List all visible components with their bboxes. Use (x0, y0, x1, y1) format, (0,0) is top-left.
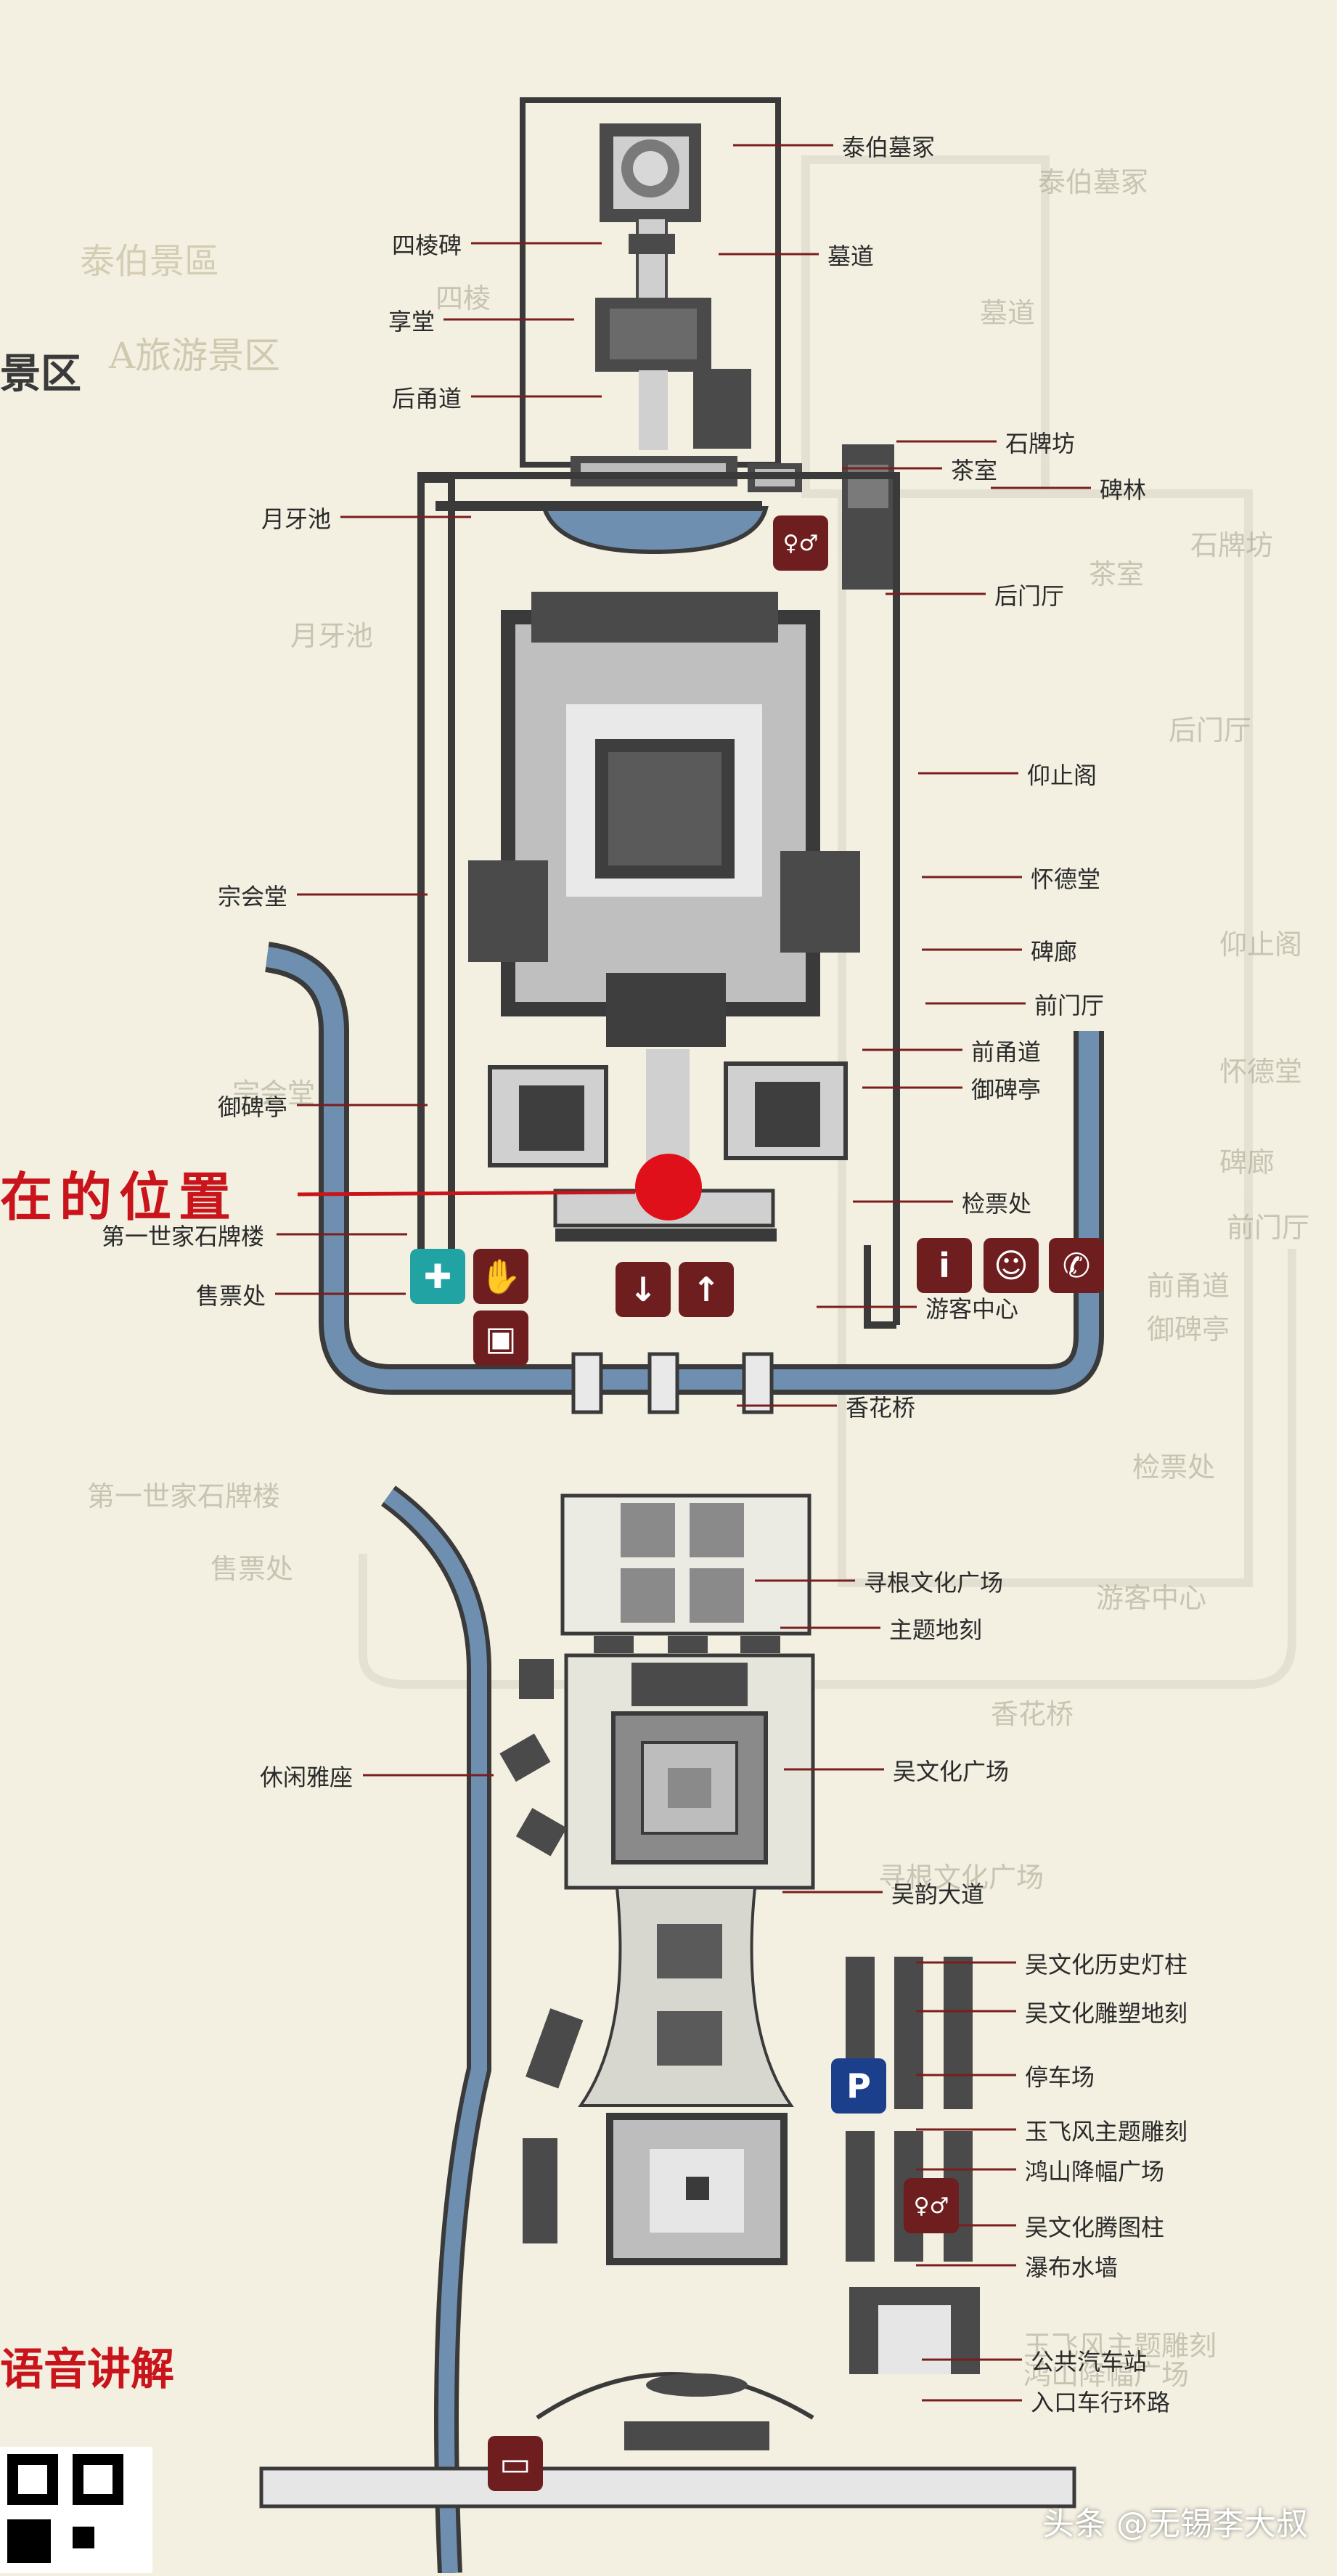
service-desk-icon[interactable]: ☺ (984, 1238, 1039, 1293)
label-front-path: 前甬道 (971, 1038, 1042, 1066)
ghost-label: 第一世家石牌楼 (87, 1480, 281, 1512)
label-wu-culture-plaza: 吴文化广场 (893, 1758, 1010, 1785)
rear-gate-hall (531, 592, 778, 643)
label-huaide-hall: 怀德堂 (1031, 865, 1101, 893)
label-four-edge-stele: 四棱碑 (392, 232, 462, 259)
label-xianghua-bridge: 香花桥 (846, 1394, 916, 1422)
ghost-label: 御碑亭 (1147, 1313, 1230, 1345)
wuyun-avenue (578, 1886, 794, 2107)
label-rear-path: 后甬道 (392, 385, 462, 412)
ghost-label: 泰伯墓冢 (1038, 166, 1149, 198)
ghost-label: 茶室 (1089, 558, 1145, 590)
label-yangzhi-pavilion: 仰止阁 (1027, 762, 1097, 789)
label-sculpture-carving: 吴文化雕塑地刻 (1025, 2000, 1188, 2027)
ghost-label: 石牌坊 (1190, 529, 1274, 561)
label-hongshan-plaza: 鸿山降幅广场 (1025, 2158, 1165, 2185)
exit-icon[interactable]: ↓ (616, 1262, 671, 1317)
leisure-seating (499, 1659, 567, 1856)
entry-icon[interactable]: ↑ (679, 1262, 734, 1317)
tomb-path-strip (636, 216, 668, 306)
ticket-icon[interactable]: ✋ (473, 1249, 528, 1304)
label-ticket-office: 售票处 (196, 1282, 266, 1310)
ghost-label: 月牙池 (290, 620, 374, 652)
ghost-label: 检票处 (1132, 1451, 1216, 1483)
ghost-label: 仰止阁 (1219, 929, 1303, 961)
luggage-icon[interactable]: ▣ (473, 1311, 528, 1366)
label-totem-pillar: 吴文化腾图柱 (1025, 2214, 1165, 2241)
south-river (381, 1485, 491, 2573)
label-stele-forest: 碑林 (1100, 476, 1147, 504)
ghost-label: 鸿山降幅广场 (1023, 2359, 1190, 2391)
entrance-loop (536, 2372, 814, 2420)
front-gate-hall (606, 973, 726, 1047)
huaide-hall (780, 851, 860, 953)
ghost-label: 游客中心 (1096, 1582, 1207, 1614)
label-zonghui-hall: 宗会堂 (218, 883, 288, 910)
label-rear-gate-hall: 后门厅 (994, 582, 1065, 610)
xianghua-bridges (571, 1352, 774, 1414)
ghost-label: 墓道 (980, 297, 1036, 329)
you-are-here-text: 在的位置 (0, 1166, 239, 1228)
label-imperial-stele-pavilion-l: 御碑亭 (218, 1093, 288, 1121)
ghost-label: 前甬道 (1147, 1270, 1230, 1302)
crescent-pond (541, 506, 769, 555)
audio-guide-text[interactable]: 语音讲解 (0, 2344, 174, 2395)
ghost-label: 寻根文化广场 (878, 1862, 1044, 1894)
root-seeking-plaza (560, 1493, 811, 1636)
zonghui-hall (468, 860, 548, 962)
label-crescent-pond: 月牙池 (261, 505, 332, 533)
four-edge-stele (629, 234, 675, 254)
ghost-label: 碑廊 (1219, 1146, 1275, 1178)
label-bus-stop: 公共汽车站 (1031, 2348, 1148, 2376)
ghost-label: 后门厅 (1169, 714, 1252, 746)
label-ticket-check: 检票处 (962, 1190, 1032, 1218)
label-entrance-loop: 入口车行环路 (1031, 2389, 1171, 2416)
label-stele-corridor: 碑廊 (1031, 938, 1078, 966)
parking-icon[interactable]: P (831, 2058, 886, 2114)
label-front-gate-hall: 前门厅 (1034, 992, 1105, 1019)
brand-ghost-text: 泰伯景區 (80, 241, 220, 282)
label-pavilion-hall: 享堂 (388, 308, 436, 335)
ghost-label: 玉飞风主题雕刻 (1023, 2330, 1217, 2362)
ghost-label: 四棱 (436, 282, 491, 314)
label-yufeifeng-carving: 玉飞风主题雕刻 (1025, 2118, 1188, 2145)
you-are-here-marker (635, 1154, 702, 1220)
label-tomb-path: 墓道 (827, 242, 875, 270)
ghost-label: 售票处 (210, 1553, 294, 1585)
label-root-seeking-plaza: 寻根文化广场 (864, 1569, 1004, 1597)
ghost-label: 香花桥 (991, 1698, 1074, 1730)
first-family-arch (555, 1228, 777, 1242)
ghost-label: 前门厅 (1227, 1212, 1310, 1244)
info-icon[interactable]: i (917, 1238, 972, 1293)
label-theme-ground-carving: 主题地刻 (889, 1616, 983, 1644)
ghost-label: 怀德堂 (1219, 1056, 1303, 1088)
first-aid-icon[interactable]: ✚ (410, 1249, 465, 1304)
label-wuyun-avenue: 吴韵大道 (891, 1880, 985, 1908)
label-first-family-arch: 第一世家石牌楼 (102, 1223, 265, 1250)
label-tea-room: 茶室 (951, 457, 998, 484)
label-leisure-seating: 休闲雅座 (260, 1764, 353, 1791)
label-visitor-center: 游客中心 (925, 1295, 1019, 1323)
restroom-icon[interactable]: ♀♂ (773, 515, 828, 571)
label-parking: 停车场 (1025, 2063, 1095, 2091)
bus-icon[interactable]: ▭ (488, 2436, 543, 2491)
phone-icon[interactable]: ✆ (1049, 1238, 1104, 1293)
label-history-lamp: 吴文化历史灯柱 (1025, 1951, 1188, 1978)
rear-path-strip (639, 370, 668, 450)
restroom-icon-south[interactable]: ♀♂ (904, 2178, 959, 2233)
area-ghost-text: A旅游景区 (109, 335, 281, 377)
area-title: 景区 (0, 350, 81, 398)
theme-ground-carving (594, 1636, 780, 1653)
qr-code[interactable] (0, 2447, 152, 2573)
label-waterfall-wall: 瀑布水墙 (1025, 2254, 1119, 2281)
label-imperial-stele-pavilion-r: 御碑亭 (971, 1076, 1042, 1104)
label-taibo-tomb: 泰伯墓冢 (842, 134, 936, 161)
label-stone-arch: 石牌坊 (1005, 430, 1076, 457)
watermark: 头条 @无锡李大叔 (1042, 2506, 1308, 2543)
